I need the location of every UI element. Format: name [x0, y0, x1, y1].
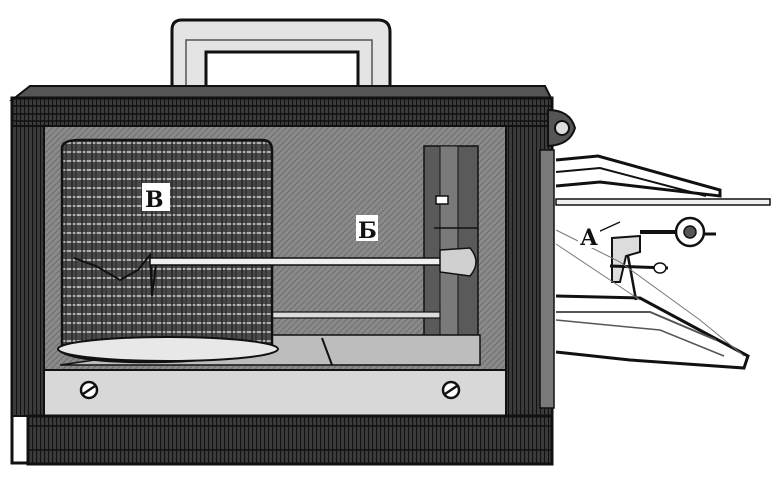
screw-icon — [79, 380, 99, 400]
carrying-handle — [170, 18, 392, 97]
recording-drum — [57, 138, 279, 364]
label-drum-text: В — [145, 187, 164, 213]
label-drum: В — [142, 183, 170, 213]
case-top — [9, 85, 554, 129]
screw-icon — [441, 380, 461, 400]
label-sensor: А — [578, 222, 600, 251]
sensor-mechanism — [539, 108, 771, 409]
label-arm-text: Б — [358, 218, 377, 244]
label-sensor-text: А — [580, 225, 598, 251]
pen-arm — [149, 195, 478, 277]
label-arm: Б — [356, 215, 378, 244]
